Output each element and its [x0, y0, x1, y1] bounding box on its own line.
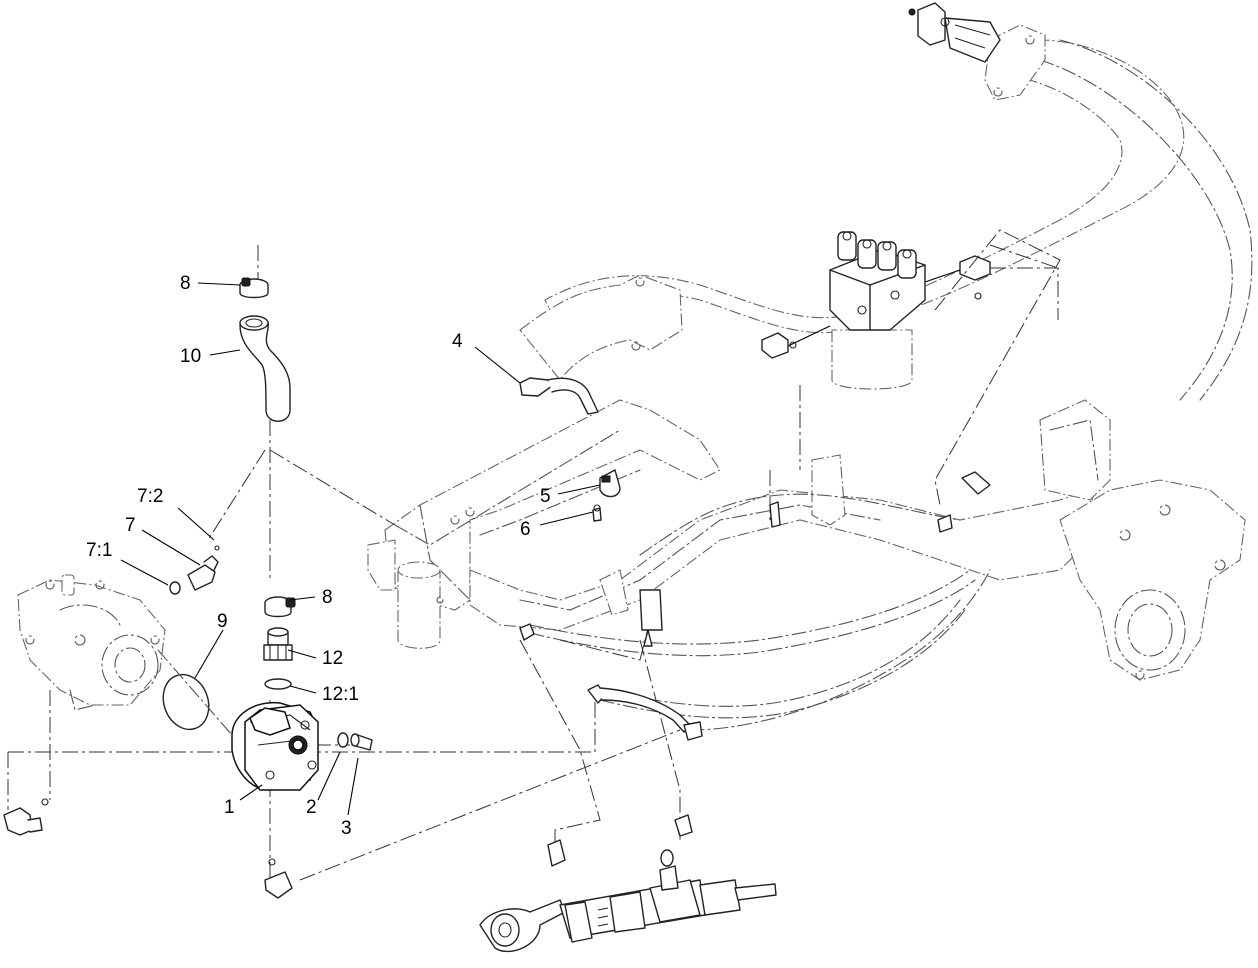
callout-3: 3 [341, 818, 352, 839]
fitting-stack [263, 596, 296, 690]
screw-and-washer [337, 732, 373, 751]
leader-lines [120, 282, 601, 816]
steering-control-valve [761, 231, 1059, 390]
lower-hoses [264, 471, 991, 899]
gear-pump [231, 701, 319, 791]
callout-1: 1 [224, 797, 235, 818]
callout-7-2: 7:2 [137, 486, 163, 507]
hydraulic-pump-assembly [3, 574, 166, 836]
hose-4 [519, 377, 599, 415]
o-ring-9 [162, 673, 210, 731]
suction-hose [239, 277, 291, 422]
callout-2: 2 [306, 797, 317, 818]
callout-12: 12 [322, 648, 343, 669]
routing-centerlines [7, 229, 1061, 881]
callout-12-1: 12:1 [322, 684, 359, 705]
callout-9: 9 [217, 611, 228, 632]
callout-8-top: 8 [180, 273, 191, 294]
callout-4: 4 [452, 331, 463, 352]
upper-steering-column-fitting [908, 2, 1001, 63]
callout-7: 7 [125, 515, 136, 536]
callout-8-mid: 8 [322, 587, 333, 608]
callout-5: 5 [540, 486, 551, 507]
steering-cylinder [479, 849, 777, 953]
clip-and-screw [592, 469, 621, 522]
elbow-fitting-7 [169, 545, 220, 595]
callout-labels: 8 10 4 7:2 7 7:1 5 6 9 8 12 12:1 1 2 3 [86, 273, 551, 839]
callout-7-1: 7:1 [86, 540, 112, 561]
callout-6: 6 [520, 519, 531, 540]
callout-10: 10 [180, 346, 201, 367]
frame-phantom [367, 24, 1253, 731]
